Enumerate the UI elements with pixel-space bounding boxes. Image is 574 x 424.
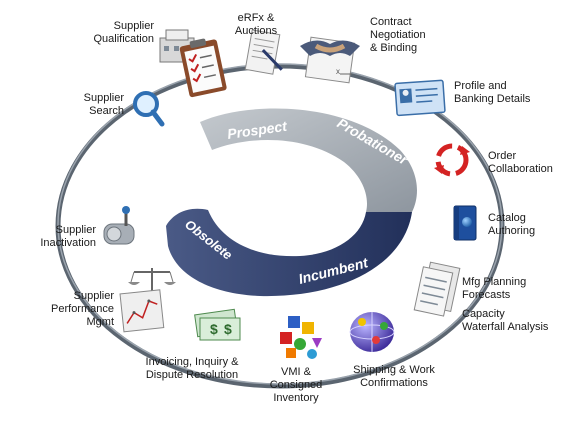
inactivation-switch-icon <box>103 206 135 245</box>
money-bills-icon: $ $ <box>194 308 241 341</box>
label-erfx-auctions: eRFx & Auctions <box>234 12 278 37</box>
label-capacity-waterfall: Capacity Waterfall Analysis <box>462 308 549 333</box>
label-mfg-planning: Mfg Planning Forecasts <box>462 276 527 301</box>
catalog-book-icon <box>453 205 477 241</box>
label-invoicing-dispute: Invoicing, Inquiry & Dispute Resolution <box>145 356 239 381</box>
performance-chart-icon <box>119 289 165 333</box>
lifecycle-band-dark <box>166 208 412 297</box>
process-ring-highlight <box>57 63 503 385</box>
label-order-collaboration: Order Collaboration <box>488 150 553 175</box>
planning-report-icon <box>413 261 461 317</box>
lifecycle-band-light <box>200 108 417 212</box>
checklist-clipboard-icon <box>179 38 227 98</box>
label-supplier-inactivation: Supplier Inactivation <box>40 224 96 249</box>
label-shipping-confirmations: Shipping & Work Confirmations <box>353 364 435 389</box>
svg-text:$: $ <box>210 321 218 337</box>
svg-text:$: $ <box>224 321 232 337</box>
label-vmi-inventory: VMI & Consigned Inventory <box>269 366 323 404</box>
label-supplier-performance: Supplier Performance Mgmt <box>51 290 114 328</box>
label-contract-negotiation: Contract Negotiation & Binding <box>370 16 426 54</box>
handshake-icon: x <box>300 36 360 84</box>
label-profile-banking: Profile and Banking Details <box>454 80 531 105</box>
label-supplier-qualification: Supplier Qualification <box>93 20 154 45</box>
label-supplier-search: Supplier Search <box>83 92 124 117</box>
profile-card-icon <box>394 79 446 117</box>
shipping-globe-icon <box>349 312 395 352</box>
svg-text:x: x <box>336 67 340 76</box>
magnifier-icon <box>133 91 165 127</box>
label-catalog-authoring: Catalog Authoring <box>488 212 536 237</box>
cycle-arrows-icon <box>434 143 470 177</box>
rfx-document-icon <box>244 29 283 75</box>
inventory-cubes-icon <box>280 316 322 359</box>
